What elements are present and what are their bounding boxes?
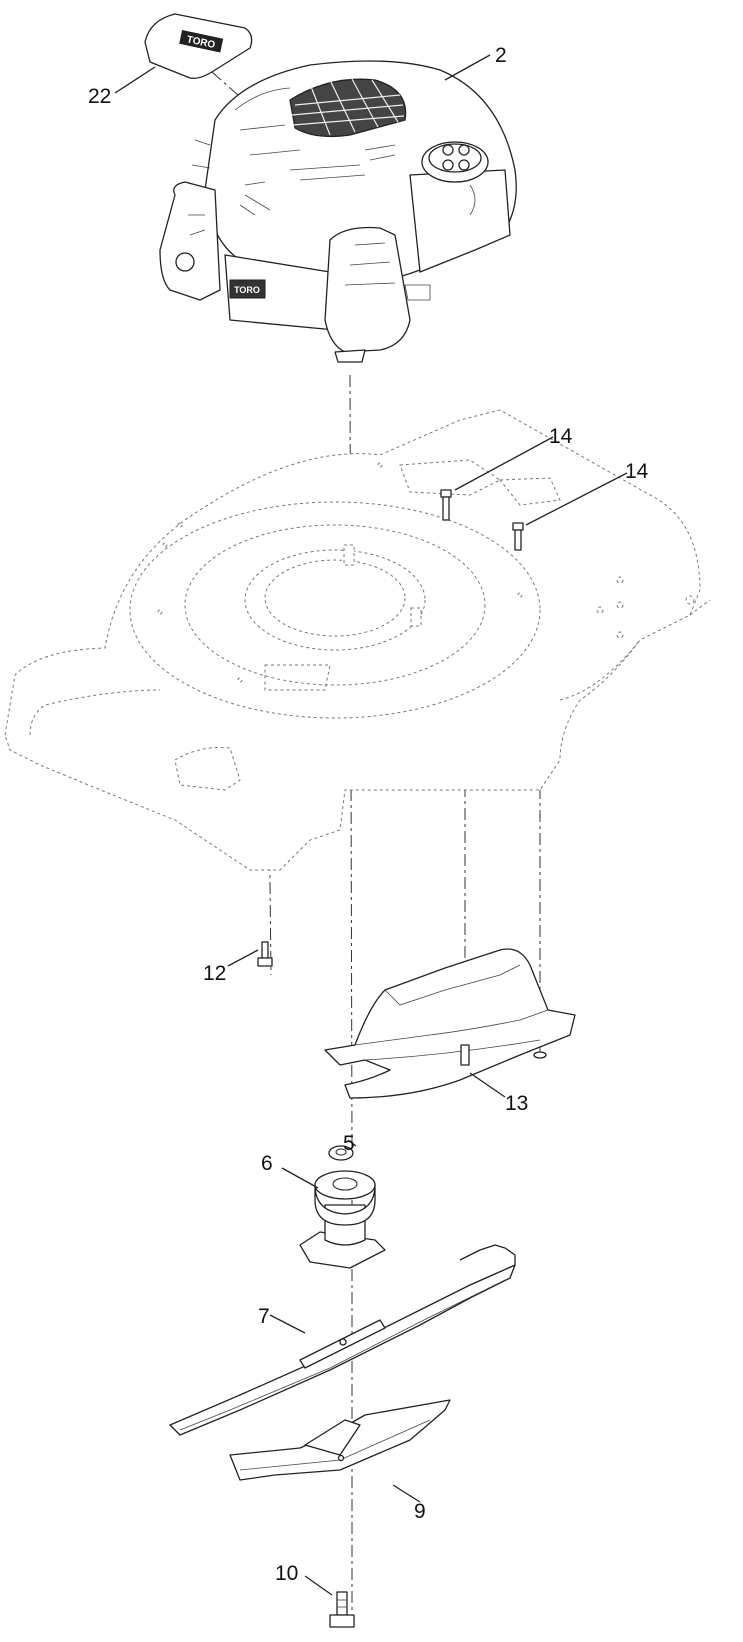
callout-13: 13 [505, 1092, 528, 1115]
callout-5: 5 [343, 1132, 355, 1155]
baffle-part [324, 948, 576, 1099]
callout-14: 14 [549, 425, 573, 448]
blade-adapter-part [299, 1170, 386, 1269]
bolt-part [440, 489, 452, 521]
leader-lines [114, 54, 628, 1596]
blade-bolt-part [329, 1591, 355, 1628]
bolt-part [512, 522, 524, 551]
callouts: 22 2 14 14 12 13 5 6 7 9 10 [88, 44, 649, 1585]
stiffener-part [229, 1399, 451, 1481]
callout-9: 9 [414, 1500, 426, 1523]
blade-part [169, 1244, 516, 1436]
washer-part [328, 1145, 354, 1161]
callout-12: 12 [203, 962, 226, 985]
engine-part: TORO [159, 60, 517, 363]
callout-2: 2 [495, 44, 507, 67]
decal-part: TORO [144, 13, 253, 79]
callout-14: 14 [625, 460, 649, 483]
callout-7: 7 [258, 1305, 270, 1328]
callout-10: 10 [275, 1562, 298, 1585]
bolt-part [257, 941, 273, 967]
mower-deck-phantom [4, 409, 711, 871]
callout-22: 22 [88, 85, 111, 108]
engine-brand-text: TORO [234, 285, 260, 295]
callout-6: 6 [261, 1152, 273, 1175]
